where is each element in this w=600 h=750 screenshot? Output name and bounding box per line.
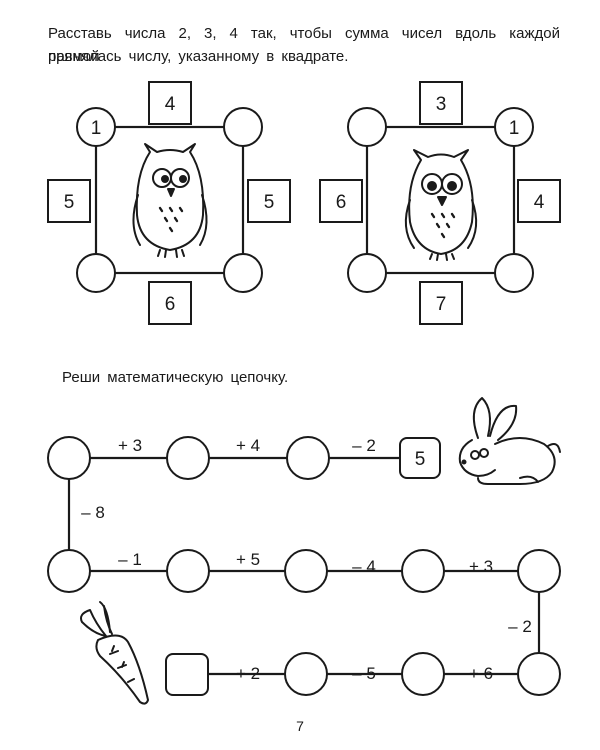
carrot-icon (80, 601, 149, 705)
right-corner-bottom-left[interactable] (347, 253, 387, 293)
chain-circle[interactable] (401, 549, 445, 593)
right-sum-top-box (419, 81, 463, 125)
chain-op: + 2 (236, 664, 260, 683)
left-sum-bottom: 6 (165, 294, 176, 315)
right-corner-top-right (494, 107, 534, 147)
chain-op: + 3 (118, 436, 142, 455)
chain-op: – 1 (118, 550, 142, 569)
left-frame-puzzle: 1 4 5 5 6 (47, 81, 291, 325)
right-sum-right-box (517, 179, 561, 223)
left-corner-bottom-right[interactable] (223, 253, 263, 293)
right-sum-left-box (319, 179, 363, 223)
left-sum-right: 5 (264, 192, 275, 213)
chain-circle[interactable] (166, 549, 210, 593)
left-corner-top-left-value: 1 (91, 118, 102, 139)
left-sum-top-box (148, 81, 192, 125)
chain-op: + 5 (236, 550, 260, 569)
chain-op: – 4 (352, 557, 376, 576)
rabbit-icon (458, 397, 561, 485)
chain-op: + 3 (469, 557, 493, 576)
chain-circle[interactable] (284, 652, 328, 696)
owl-icon (404, 149, 478, 261)
chain-op: + 6 (469, 664, 493, 683)
right-frame-lines (365, 125, 516, 275)
chain-circle[interactable] (284, 549, 328, 593)
left-corner-bottom-left[interactable] (76, 253, 116, 293)
chain-circle[interactable] (401, 652, 445, 696)
chain-op: – 5 (352, 664, 376, 683)
chain-circle[interactable] (47, 436, 91, 480)
chain-circle[interactable] (166, 436, 210, 480)
right-sum-right: 4 (534, 192, 545, 213)
chain-circle[interactable] (47, 549, 91, 593)
left-sum-right-box (247, 179, 291, 223)
left-sum-left: 5 (64, 192, 75, 213)
chain-circle[interactable] (517, 652, 561, 696)
chain-op: – 2 (508, 617, 532, 636)
right-corner-top-left[interactable] (347, 107, 387, 147)
right-frame-puzzle: 1 3 6 4 7 (319, 81, 561, 325)
task1-instruction-line2: равнялась числу, указанному в квадрате. (48, 48, 349, 65)
task2-instruction: Реши математическую цепочку. (62, 369, 289, 386)
left-corner-top-right[interactable] (223, 107, 263, 147)
math-chain: 5 – 2 + 4 + 3 – 8 – 1 + 5 – 4 + 3 – 2 + … (47, 436, 561, 696)
chain-circle[interactable] (517, 549, 561, 593)
right-sum-bottom: 7 (436, 294, 447, 315)
right-sum-top: 3 (436, 94, 447, 115)
left-frame-lines (94, 125, 245, 275)
chain-op: + 4 (236, 436, 260, 455)
chain-circle[interactable] (286, 436, 330, 480)
left-sum-left-box (47, 179, 91, 223)
chain-op: – 2 (352, 436, 376, 455)
chain-start-value: 5 (415, 449, 426, 470)
right-sum-bottom-box (419, 281, 463, 325)
left-sum-bottom-box (148, 281, 192, 325)
left-sum-top: 4 (165, 94, 176, 115)
chain-start-box (399, 437, 441, 479)
task1-instruction-line1: Расставь числа 2, 3, 4 так, чтобы сумма … (48, 25, 560, 65)
right-corner-bottom-right[interactable] (494, 253, 534, 293)
right-sum-left: 6 (336, 192, 347, 213)
left-corner-top-left (76, 107, 116, 147)
chain-final-box[interactable] (165, 653, 209, 696)
owl-icon (132, 143, 208, 258)
chain-op: – 8 (81, 503, 105, 522)
page-number: 7 (296, 718, 304, 734)
right-corner-top-right-value: 1 (509, 118, 520, 139)
